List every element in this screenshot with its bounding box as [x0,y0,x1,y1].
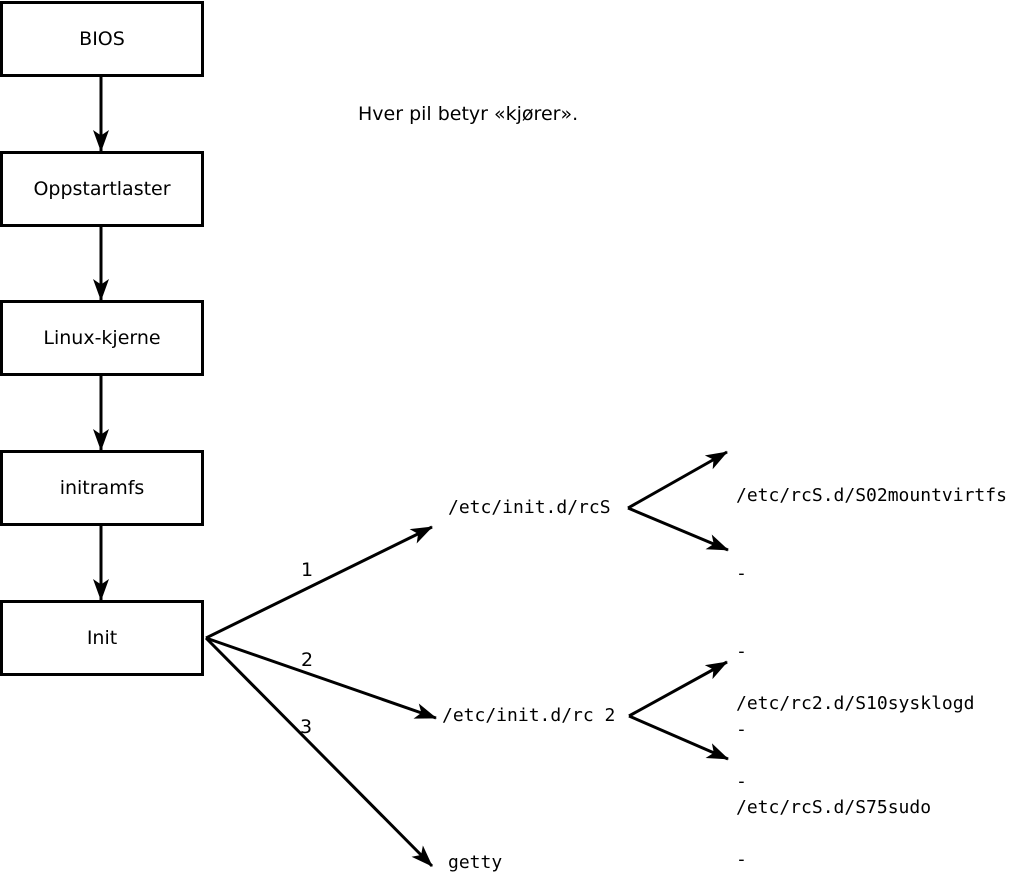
node-getty: getty [448,852,503,873]
arrow-rc2-to-s99gdm [628,714,729,761]
node-bootloader-label: Oppstartlaster [33,178,171,200]
node-initramfs: initramfs [0,450,204,526]
arrow-rcs-to-s75sudo [627,506,729,552]
branch-number-1: 1 [300,559,314,581]
rcs-script-s02mountvirtfs: /etc/rcS.d/S02mountvirtfs [736,485,1007,506]
node-linux-kernel-label: Linux-kjerne [43,327,161,349]
rcs-script-list: /etc/rcS.d/S02mountvirtfs - - - /etc/rcS… [736,431,1007,873]
node-linux-kernel: Linux-kjerne [0,300,204,376]
node-etc-init-d-rc2: /etc/init.d/rc 2 [442,705,616,726]
node-etc-init-d-rcs: /etc/init.d/rcS [448,497,611,518]
rc2-script-s10sysklogd: /etc/rc2.d/S10sysklogd [736,693,975,714]
arrow-init-to-getty [204,636,434,868]
node-bios-label: BIOS [79,28,125,50]
arrow-init-to-rc2 [205,636,437,720]
arrow-rc2-to-s10sysklogd [628,660,728,718]
legend-note: Hver pil betyr «kjører». [358,103,579,125]
branch-number-3: 3 [299,716,313,738]
arrow-rcs-to-s02mountvirtfs [627,450,728,510]
node-initramfs-label: initramfs [59,477,145,499]
rc2-script-ellipsis-dash: - [736,849,747,870]
branch-number-2: 2 [300,649,314,671]
node-init: Init [0,600,204,676]
rcs-script-s75sudo: /etc/rcS.d/S75sudo [736,797,932,818]
rc2-script-ellipsis-dash: - [736,771,747,792]
arrow-init-to-rcs [205,525,433,640]
node-bios: BIOS [0,1,204,77]
rcs-script-ellipsis-dash: - [736,641,747,662]
rcs-script-ellipsis-dash: - [736,719,747,740]
node-bootloader: Oppstartlaster [0,151,204,227]
node-init-label: Init [86,627,118,649]
rcs-script-ellipsis-dash: - [736,563,747,584]
rc2-script-list: /etc/rc2.d/S10sysklogd - - - /etc/rc2.d/… [736,639,974,875]
